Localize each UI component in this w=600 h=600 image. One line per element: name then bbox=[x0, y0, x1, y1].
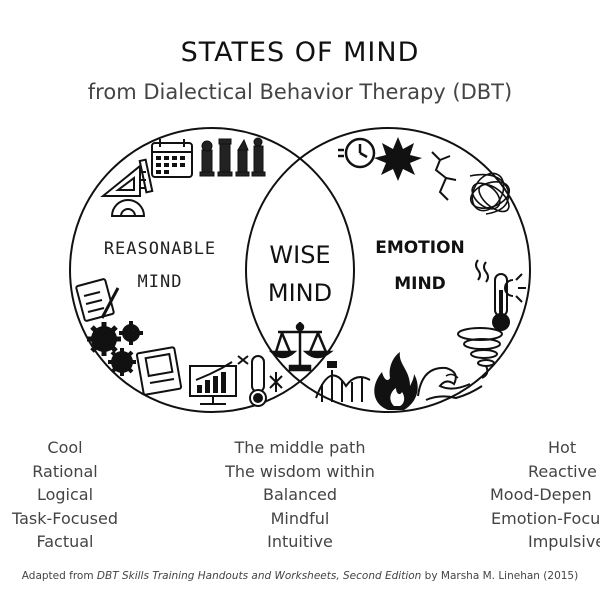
wise-mind-label-line2: MIND bbox=[268, 279, 332, 307]
presentation-chart-icon bbox=[189, 361, 237, 405]
trait-item: Reactive bbox=[528, 461, 597, 481]
wise-mind-traits: The middle path The wisdom within Balanc… bbox=[210, 436, 390, 554]
scales-icon bbox=[268, 322, 334, 372]
reasonable-mind-traits: Cool Rational Logical Task-Focused Factu… bbox=[0, 436, 130, 554]
citation-suffix: by Marsha M. Linehan (2015) bbox=[421, 570, 579, 582]
trait-item: Rational bbox=[32, 461, 98, 481]
trait-item: The wisdom within bbox=[225, 461, 375, 481]
emotion-mind-circle bbox=[245, 127, 531, 413]
tornado-icon bbox=[457, 327, 503, 379]
trait-item: Mindful bbox=[270, 508, 330, 528]
reasonable-mind-label-line1: REASONABLE bbox=[104, 239, 216, 259]
trait-item: Factual bbox=[36, 532, 94, 551]
reasonable-mind-circle bbox=[69, 127, 355, 413]
thermometer-cold-icon bbox=[237, 355, 283, 407]
fire-icon bbox=[374, 352, 418, 410]
scribble-icon bbox=[469, 172, 511, 215]
emotion-mind-label-line2: MIND bbox=[394, 274, 446, 294]
trait-item: Mood-Depen bbox=[490, 485, 592, 504]
explosion-icon bbox=[374, 137, 422, 181]
citation-book-title: DBT Skills Training Handouts and Workshe… bbox=[96, 570, 422, 582]
trait-item: The middle path bbox=[234, 438, 366, 457]
manual-book-icon bbox=[135, 346, 183, 396]
protractor-icon bbox=[110, 199, 146, 217]
wave-icon bbox=[417, 366, 483, 401]
trait-item: Hot bbox=[548, 438, 577, 457]
roller-coaster-icon bbox=[315, 361, 371, 402]
reasonable-mind-label-line2: MIND bbox=[138, 272, 183, 292]
thermometer-hot-icon bbox=[475, 259, 526, 331]
trait-item: Task-Focused bbox=[12, 508, 118, 528]
calendar-icon bbox=[151, 139, 193, 178]
trait-item: Logical bbox=[36, 485, 94, 504]
emotion-mind-label-line1: EMOTION bbox=[375, 238, 465, 258]
citation-prefix: Adapted from bbox=[21, 570, 97, 582]
trait-item: Emotion-Focu bbox=[491, 508, 600, 528]
clock-icon bbox=[338, 137, 376, 169]
trait-item: Intuitive bbox=[267, 532, 333, 551]
citation-footer: Adapted from DBT Skills Training Handout… bbox=[0, 570, 600, 582]
trait-item: Impulsive bbox=[528, 532, 600, 551]
lightning-icon bbox=[431, 151, 457, 201]
gears-icon bbox=[87, 321, 143, 376]
emotion-mind-traits: Hot Reactive Mood-Depen Emotion-Focu Imp… bbox=[490, 436, 600, 554]
trait-item: Cool bbox=[47, 438, 83, 457]
page-title: STATES OF MIND bbox=[180, 37, 420, 68]
wise-mind-label-line1: WISE bbox=[269, 241, 330, 269]
clipboard-icon bbox=[75, 278, 120, 322]
page-subtitle: from Dialectical Behavior Therapy (DBT) bbox=[87, 80, 513, 104]
trait-item: Balanced bbox=[263, 485, 337, 504]
chess-pieces-icon bbox=[199, 137, 266, 177]
ruler-triangle-icon bbox=[100, 158, 154, 197]
